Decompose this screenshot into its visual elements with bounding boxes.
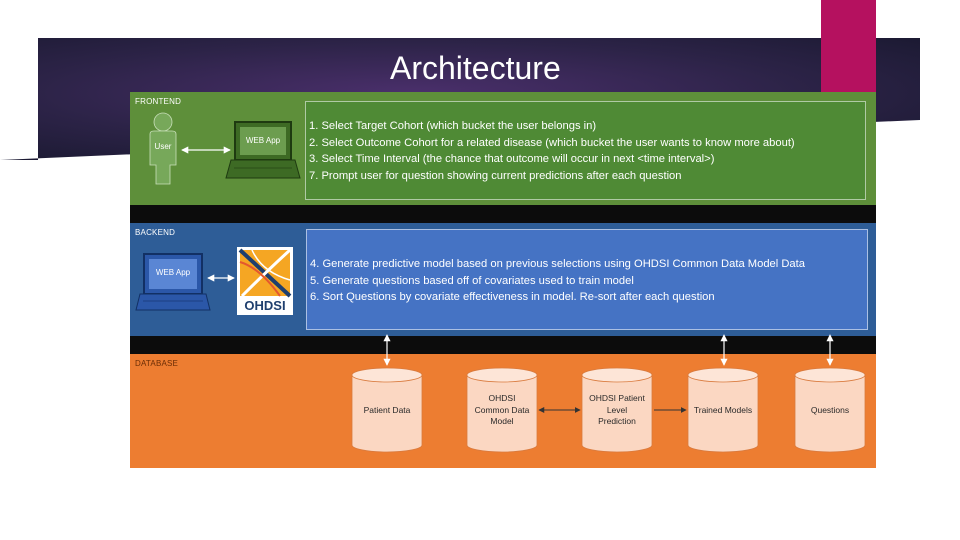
backend-step: 5. Generate questions based off of covar…	[310, 274, 634, 287]
db-store-line: Questions	[810, 405, 850, 415]
accent-bar	[821, 0, 876, 92]
backend-steps-box: 4. Generate predictive model based on pr…	[306, 229, 868, 330]
frontend-label: FRONTEND	[135, 97, 182, 106]
db-store-line: OHDSI	[488, 393, 516, 403]
user-icon	[149, 112, 177, 185]
architecture-diagram: FRONTEND 1. Select Target Cohort (which …	[130, 92, 876, 468]
database-cylinder	[351, 367, 423, 453]
frontend-app-label: WEB App	[245, 136, 281, 145]
db-store-label: Questions	[795, 405, 865, 417]
diagram-graphics	[135, 112, 866, 453]
laptop-icon	[135, 253, 211, 311]
db-store-label: OHDSI Common Data Model	[467, 393, 537, 428]
database-cylinder	[581, 367, 653, 453]
ohdsi-logo-text: OHDSI	[244, 298, 286, 313]
backend-step: 6. Sort Questions by covariate effective…	[310, 291, 715, 303]
frontend-step: 7. Prompt user for question showing curr…	[309, 169, 682, 182]
db-store-line: Common Data	[474, 404, 530, 415]
db-store-line: Prediction	[598, 416, 636, 426]
ohdsi-logo-icon	[237, 247, 293, 315]
frontend-step: 3. Select Time Interval (the chance that…	[309, 153, 715, 165]
frontend-step: 1. Select Target Cohort (which bucket th…	[309, 120, 597, 132]
frontend-step: 2. Select Outcome Cohort for a related d…	[309, 136, 795, 149]
slide-title: Architecture	[390, 50, 561, 86]
database-cylinder	[687, 367, 759, 453]
db-store-line: Model	[490, 416, 514, 426]
user-label: User	[154, 142, 172, 151]
backend-app-label: WEB App	[155, 268, 191, 277]
db-store-line: OHDSI Patient	[589, 393, 645, 403]
laptop-icon	[225, 121, 301, 179]
db-store-line: Patient Data	[363, 405, 411, 415]
backend-label: BACKEND	[135, 228, 176, 237]
database-label: DATABASE	[135, 359, 179, 368]
backend-step: 4. Generate predictive model based on pr…	[310, 258, 805, 270]
db-store-label: Trained Models	[685, 405, 761, 417]
db-store-label: OHDSI Patient Level Prediction	[582, 393, 652, 428]
database-cylinder	[794, 367, 866, 453]
db-store-line: Trained Models	[693, 405, 753, 415]
frontend-steps-box: 1. Select Target Cohort (which bucket th…	[305, 101, 866, 200]
database-cylinder	[466, 367, 538, 453]
db-store-label: Patient Data	[352, 405, 422, 417]
db-store-line: Level	[606, 404, 628, 415]
